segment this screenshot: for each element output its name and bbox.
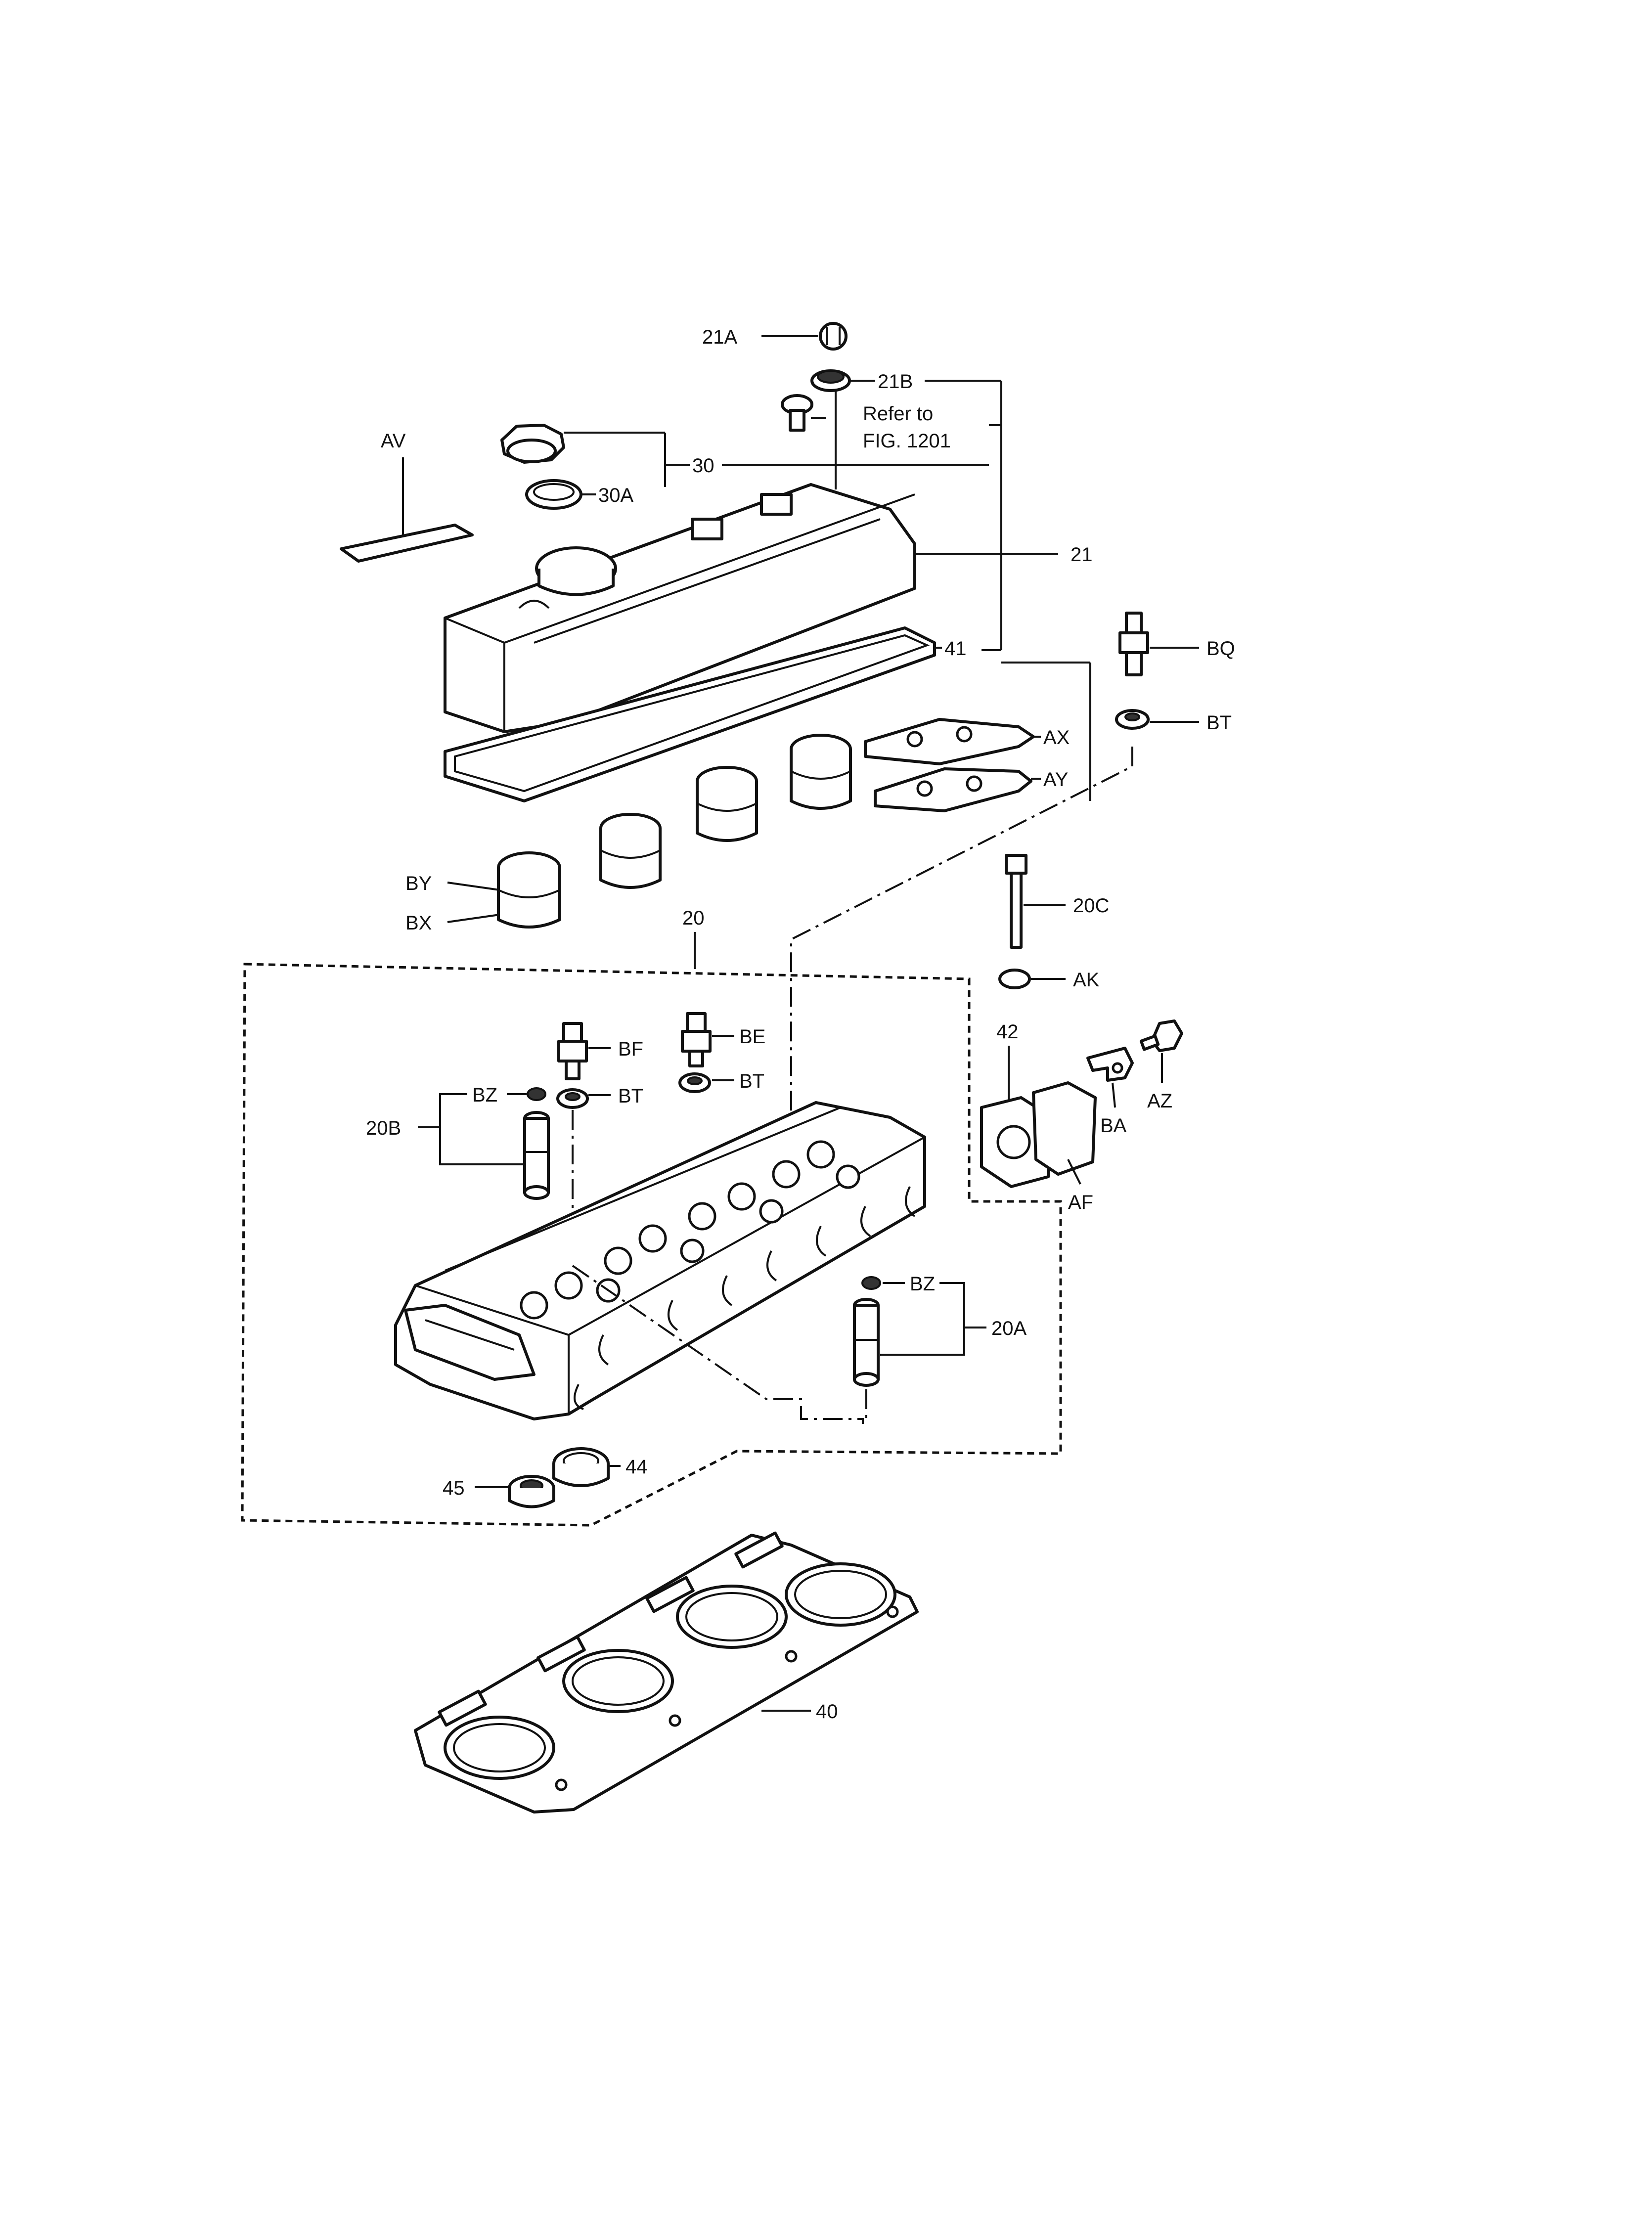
label-BZ-1: BZ <box>472 1084 497 1106</box>
label-41: 41 <box>944 638 967 660</box>
grommet-21B <box>810 369 875 392</box>
gasket-AY <box>874 767 1032 812</box>
label-BE: BE <box>739 1026 765 1048</box>
head-gasket-40 <box>414 1531 919 1814</box>
label-20C: 20C <box>1073 895 1109 917</box>
refer-to-text: Refer to <box>863 403 933 425</box>
dowel-20A <box>853 1298 880 1387</box>
gasket-41 <box>444 626 936 802</box>
gasket-42 <box>980 1096 1050 1188</box>
label-BA: BA <box>1100 1115 1127 1137</box>
label-30: 30 <box>692 455 714 477</box>
label-30A: 30A <box>598 485 633 506</box>
bolt-AZ <box>1139 1019 1183 1052</box>
plug-seal-1 <box>790 734 852 810</box>
plug-seal-3 <box>599 813 662 889</box>
plug-BE <box>681 1012 712 1067</box>
screw-near-21B <box>781 394 826 432</box>
label-AK: AK <box>1073 969 1100 991</box>
washer-AK <box>998 969 1031 989</box>
cylinder-head-20 <box>394 1101 926 1420</box>
seal-45 <box>508 1475 555 1508</box>
label-44: 44 <box>625 1456 648 1478</box>
plug-seal-2 <box>696 766 758 842</box>
washer-BT-1 <box>1115 709 1150 730</box>
gasket-AX <box>864 718 1035 765</box>
label-20A: 20A <box>991 1318 1027 1339</box>
rocker-cover-21 <box>444 483 916 733</box>
label-40: 40 <box>816 1701 838 1723</box>
label-BT-2: BT <box>618 1085 643 1107</box>
label-20B: 20B <box>366 1117 401 1139</box>
part-AV <box>340 524 474 563</box>
seal-44 <box>552 1447 610 1487</box>
cover-plate-AF <box>1032 1081 1097 1176</box>
cap-21A <box>761 322 848 351</box>
label-BY: BY <box>405 873 432 894</box>
bracket-BA <box>1086 1047 1134 1082</box>
label-BZ-2: BZ <box>910 1273 935 1295</box>
dowel-pin-BZ-2 <box>861 1276 881 1290</box>
sensor-BQ <box>1118 612 1149 676</box>
plug-BF <box>557 1022 588 1080</box>
label-20: 20 <box>682 907 705 929</box>
label-AV: AV <box>381 430 406 452</box>
label-45: 45 <box>443 1477 465 1499</box>
bolt-20C <box>1005 854 1027 949</box>
label-BF: BF <box>618 1038 643 1060</box>
washer-BT-3 <box>678 1072 711 1093</box>
dowel-20B <box>523 1111 550 1200</box>
label-AX: AX <box>1043 727 1070 749</box>
label-BX: BX <box>405 912 432 934</box>
dowel-pin-BZ-1 <box>527 1087 546 1101</box>
refer-fig-text: FIG. 1201 <box>863 430 951 452</box>
label-21A: 21A <box>702 326 737 348</box>
washer-BT-2 <box>556 1088 589 1109</box>
plug-seal-4 <box>497 851 561 929</box>
label-21: 21 <box>1071 544 1093 566</box>
label-42: 42 <box>996 1021 1019 1043</box>
oil-filler-cap-30 <box>500 424 565 464</box>
label-BT-3: BT <box>739 1070 764 1092</box>
label-21B: 21B <box>878 371 913 393</box>
label-AZ: AZ <box>1147 1090 1172 1112</box>
label-BT-1: BT <box>1206 712 1232 734</box>
label-AF: AF <box>1068 1192 1093 1213</box>
gasket-30A <box>525 479 582 510</box>
label-AY: AY <box>1043 769 1068 791</box>
label-BQ: BQ <box>1206 638 1235 660</box>
